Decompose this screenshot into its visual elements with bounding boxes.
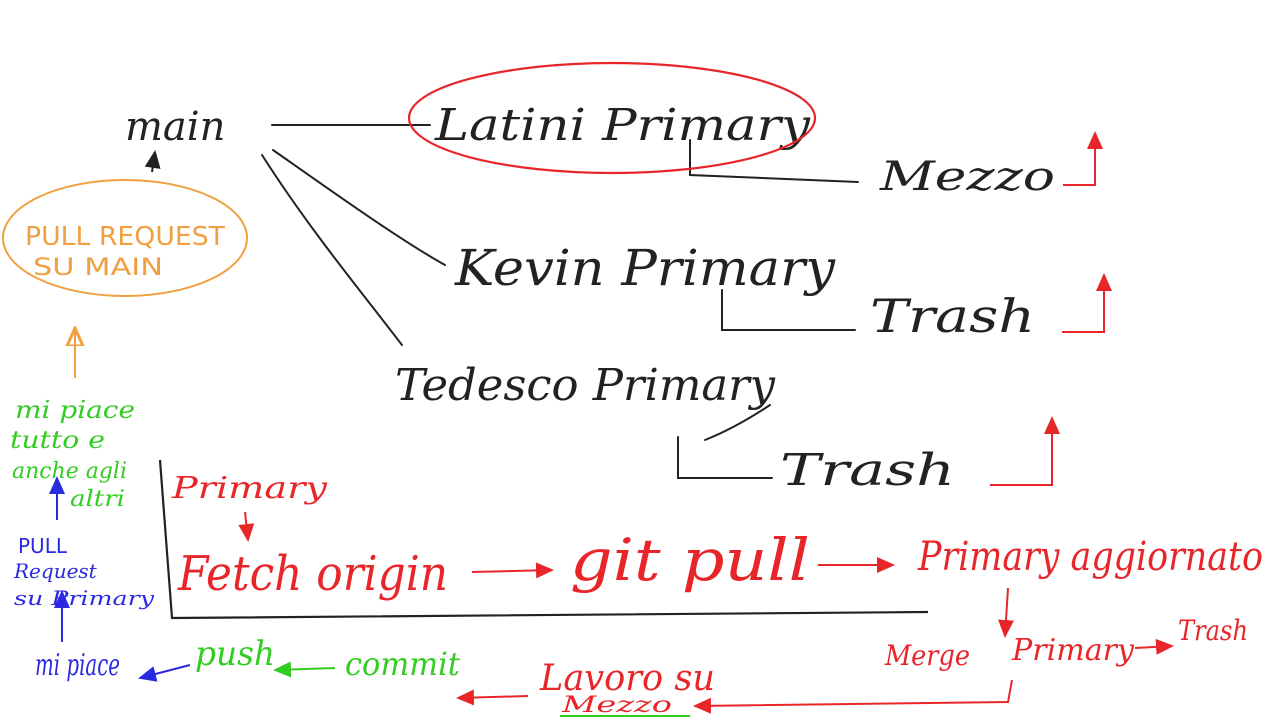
push-to-mi-piace-arrow <box>138 664 191 682</box>
main-pointer-arrow <box>144 150 161 173</box>
mezzo-branch-label: Mezzo <box>879 154 1055 200</box>
workflow-primary-label: Primary <box>171 471 329 506</box>
kevin-branch-label: Kevin Primary <box>454 239 836 297</box>
tedesco-primary-branch-hook <box>704 404 771 441</box>
merge-to-work-arrow <box>693 679 1013 714</box>
work-on-branch-label: Mezzo <box>560 693 672 718</box>
main-branch-label: main <box>125 104 225 150</box>
pull-request-main-bubble <box>2 179 248 297</box>
commit-to-push-arrow <box>273 661 336 678</box>
tedesco-trash-label: Trash <box>780 445 955 496</box>
push-label: push <box>195 634 275 674</box>
kevin-to-trash-line <box>721 289 856 331</box>
mi-piace-tutto-line1: mi piace <box>15 396 135 424</box>
mi-piace-tutto-line4: altri <box>70 487 125 512</box>
work-on-label: Lavoro su <box>539 658 715 699</box>
mezzo-up-arrow <box>1063 131 1103 186</box>
mi-piace-tutto-line3: anche agli <box>12 459 127 484</box>
primary-updated-label: Primary aggiornato <box>917 534 1263 580</box>
mi-piace-label: mi piace <box>35 648 120 683</box>
fetch-origin-label: Fetch origin <box>177 546 448 602</box>
tedesco-trash-up-arrow <box>990 416 1060 486</box>
main-to-kevin-line <box>272 149 446 266</box>
latini-highlight-circle <box>407 61 817 175</box>
latini-to-mezzo-line <box>689 139 859 183</box>
tedesco-to-trash-line <box>677 436 773 479</box>
merge-primary-label: Primary <box>1011 633 1135 668</box>
branch-tree <box>261 124 859 479</box>
pull-request-main-line1: PULL REQUEST <box>25 222 225 252</box>
workflow-axis <box>158 459 929 620</box>
kevin-trash-label: Trash <box>870 289 1035 343</box>
merge-to-trash-arrow <box>1134 638 1174 655</box>
primary-down-arrow <box>238 511 255 542</box>
work-to-left-arrow <box>456 689 529 706</box>
pull-request-main-line2: SU MAIN <box>33 253 163 281</box>
updated-to-merge-arrow <box>998 587 1014 638</box>
kevin-trash-up-arrow <box>1062 273 1112 333</box>
pull-request-primary-line3: su Primary <box>14 586 155 610</box>
pull-request-primary-line2: Request <box>13 559 98 583</box>
latini-branch-label: Latini Primary <box>434 100 811 151</box>
git-pull-label: git pull <box>570 526 810 594</box>
tedesco-branch-label: Tedesco Primary <box>395 360 776 411</box>
pull-request-primary-line1: PULL <box>18 534 68 558</box>
commit-label: commit <box>345 645 460 683</box>
mi-piace-tutto-line2: tutto e <box>10 426 105 454</box>
merge-trash-label: Trash <box>1178 614 1248 647</box>
main-to-tedesco-line <box>261 154 403 346</box>
upward-arrows <box>990 131 1112 486</box>
fetch-to-pull-arrow <box>471 562 554 579</box>
merge-label: Merge <box>884 639 970 672</box>
